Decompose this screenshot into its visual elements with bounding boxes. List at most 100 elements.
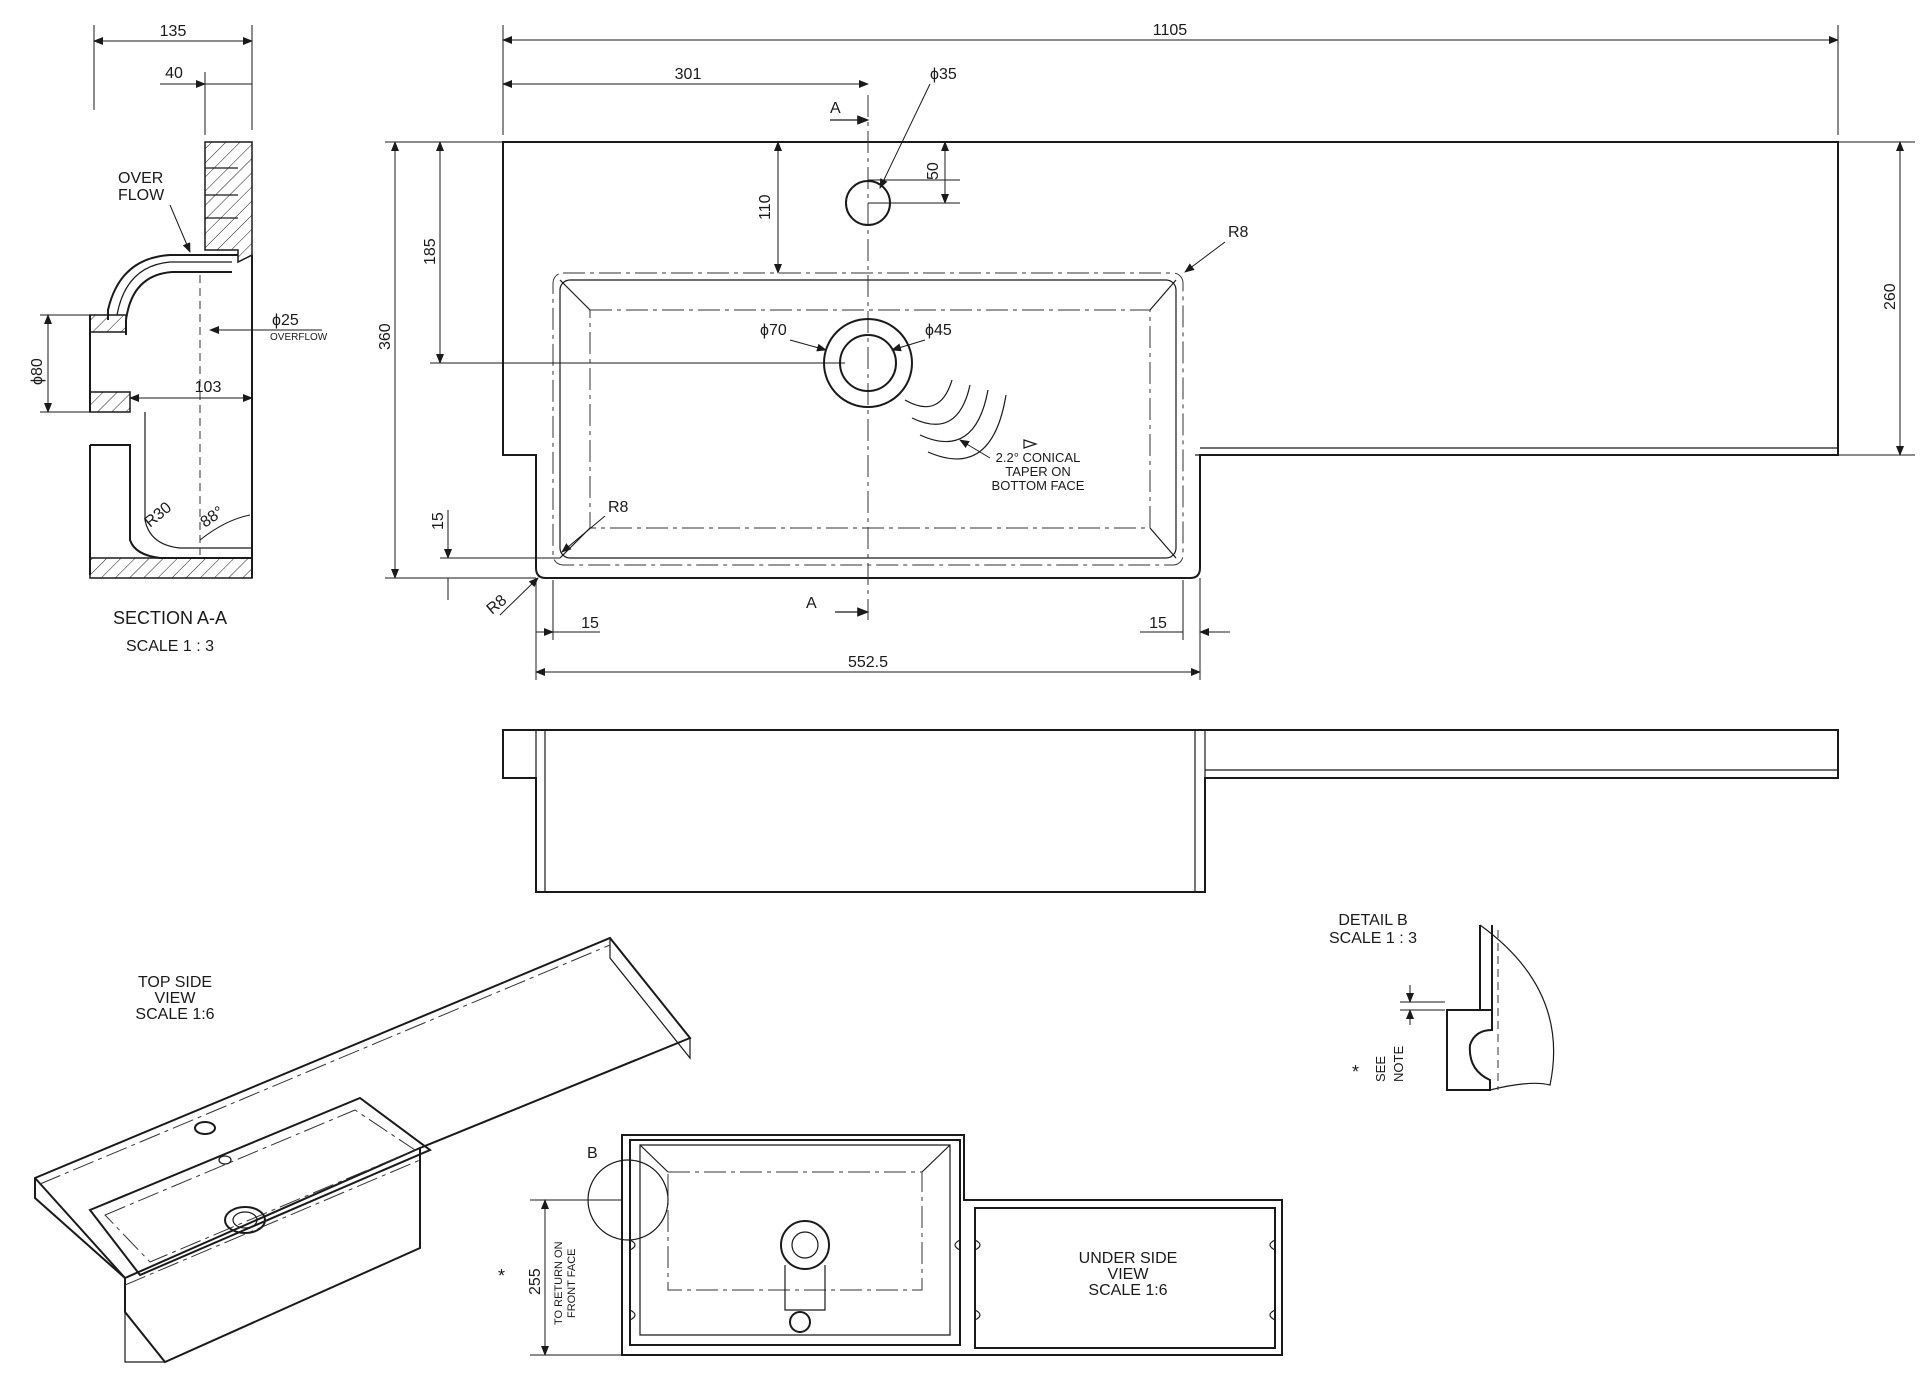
r8-outer-leader — [499, 577, 539, 616]
under-basin-notches — [629, 1239, 961, 1321]
top-side-view: TOP SIDE VIEW SCALE 1:6 — [34, 936, 692, 1364]
taper-arc — [904, 379, 953, 408]
dim-135-label: 135 — [160, 23, 187, 40]
under-basin-floor — [667, 1171, 923, 1291]
dim-35-label: ϕ35 — [930, 66, 957, 83]
return-label-1: TO RETURN ON — [553, 1241, 565, 1325]
section-a-a-view: 135 40 OVER FLOW ϕ25 OVERFLOW — [29, 23, 328, 655]
basin-curve-mid — [116, 261, 232, 316]
elevation-outline — [502, 729, 1839, 893]
under-ledge-notches — [974, 1239, 1276, 1321]
angle-arc — [199, 514, 251, 541]
iso-end-face — [609, 938, 691, 1060]
iso-drain — [224, 1206, 266, 1234]
under-view-line2: VIEW — [1108, 1266, 1150, 1283]
taper-arc — [911, 384, 971, 425]
basin-corner — [1149, 279, 1177, 311]
dim-25-label: ϕ25 — [272, 312, 299, 329]
under-outline — [621, 1134, 1283, 1356]
taper-arc — [919, 389, 989, 443]
dim-80-label: ϕ80 — [29, 358, 46, 385]
detail-b: DETAIL B SCALE 1 : 3 * SEE NOTE — [1329, 912, 1555, 1091]
dim-255-label: 255 — [527, 1268, 544, 1295]
taper-leader — [959, 439, 991, 459]
under-drain-inner — [791, 1231, 819, 1259]
iso-edge-line — [124, 1159, 421, 1286]
dim-110-label: 110 — [757, 194, 774, 220]
detail-asterisk: * — [1352, 1062, 1359, 1082]
section-lip-left — [89, 314, 127, 333]
taper-symbol — [1023, 439, 1038, 449]
basin-floor — [589, 309, 1151, 529]
section-a-top: A — [830, 100, 841, 117]
dim-35-leader — [879, 83, 931, 189]
dim-45-label: ϕ45 — [925, 322, 952, 339]
under-corner — [639, 1144, 669, 1173]
r8-top-label: R8 — [1228, 224, 1249, 241]
r8-outer-label: R8 — [484, 592, 511, 618]
dim-260-label: 260 — [1882, 283, 1899, 310]
dim-40-label: 40 — [165, 65, 183, 82]
overflow-channel — [205, 167, 238, 219]
under-view-line1: UNDER SIDE — [1079, 1250, 1178, 1267]
plan-view: 1105 301 ϕ35 A A 50 110 — [377, 22, 1915, 680]
plan-outline — [502, 141, 1839, 579]
detail-circle-arc — [1479, 924, 1555, 1091]
iso-outline — [34, 936, 692, 1364]
dim-185-label: 185 — [422, 238, 439, 265]
overflow-label-2: FLOW — [118, 187, 165, 204]
dim-50-label: 50 — [925, 162, 942, 180]
detail-scale: SCALE 1 : 3 — [1329, 930, 1417, 947]
dim-1105-label: 1105 — [1153, 22, 1188, 39]
iso-top-edges — [34, 1147, 421, 1280]
taper-label-3: BOTTOM FACE — [992, 478, 1085, 493]
section-title: SECTION A-A — [113, 608, 227, 628]
r8-inner-label: R8 — [608, 499, 629, 516]
detail-title: DETAIL B — [1338, 912, 1407, 929]
basin-bottom-outer — [90, 444, 252, 559]
under-drain — [780, 1220, 830, 1270]
dim-552-label: 552.5 — [848, 654, 888, 671]
under-view-line3: SCALE 1:6 — [1088, 1282, 1167, 1299]
overflow-small-label: OVERFLOW — [270, 332, 328, 343]
detail-b-marker: B — [587, 1145, 598, 1162]
top-view-line3: SCALE 1:6 — [135, 1006, 214, 1023]
iso-tap-hole — [194, 1121, 216, 1135]
overflow-label-1: OVER — [118, 170, 163, 187]
iso-basin-inner — [104, 1109, 417, 1263]
section-lip-left-2 — [89, 391, 131, 413]
dim-15v-label: 15 — [430, 512, 447, 530]
under-basin-inner — [639, 1144, 951, 1336]
basin-curve-inner — [125, 271, 232, 335]
dim-360-label: 360 — [377, 323, 394, 350]
under-side-view: B UNDER SIDE VIEW SCALE 1:6 255 TO RETUR… — [498, 1134, 1283, 1356]
basin-bottom-inner — [144, 412, 252, 549]
detail-see: SEE — [1373, 1056, 1388, 1082]
under-basin-box — [629, 1139, 961, 1346]
detail-note: NOTE — [1391, 1046, 1406, 1082]
under-corner — [921, 1144, 951, 1173]
section-scale: SCALE 1 : 3 — [126, 638, 214, 655]
taper-label-2: TAPER ON — [1005, 464, 1071, 479]
under-drain-channel — [784, 1265, 826, 1311]
iso-edge-line — [39, 944, 611, 1185]
section-base — [89, 557, 253, 579]
iso-side — [124, 1160, 421, 1363]
return-label-2: FRONT FACE — [566, 1249, 578, 1318]
dim-45-leader — [891, 339, 926, 352]
iso-ledge — [419, 1037, 691, 1149]
iso-overflow — [218, 1155, 232, 1165]
top-view-line2: VIEW — [155, 990, 197, 1007]
taper-label-1: 2.2° CONICAL — [996, 450, 1081, 465]
r8-top-leader — [1184, 241, 1226, 273]
under-tap-hole — [789, 1311, 811, 1333]
under-ledge-box — [974, 1207, 1276, 1349]
front-elevation — [502, 729, 1839, 893]
dim-103-label: 103 — [195, 379, 222, 396]
detail-profile — [1446, 1009, 1493, 1091]
angle-88-label: 88° — [198, 503, 228, 531]
dim-70-leader — [789, 339, 827, 352]
dim-15-left-label: 15 — [581, 615, 599, 632]
